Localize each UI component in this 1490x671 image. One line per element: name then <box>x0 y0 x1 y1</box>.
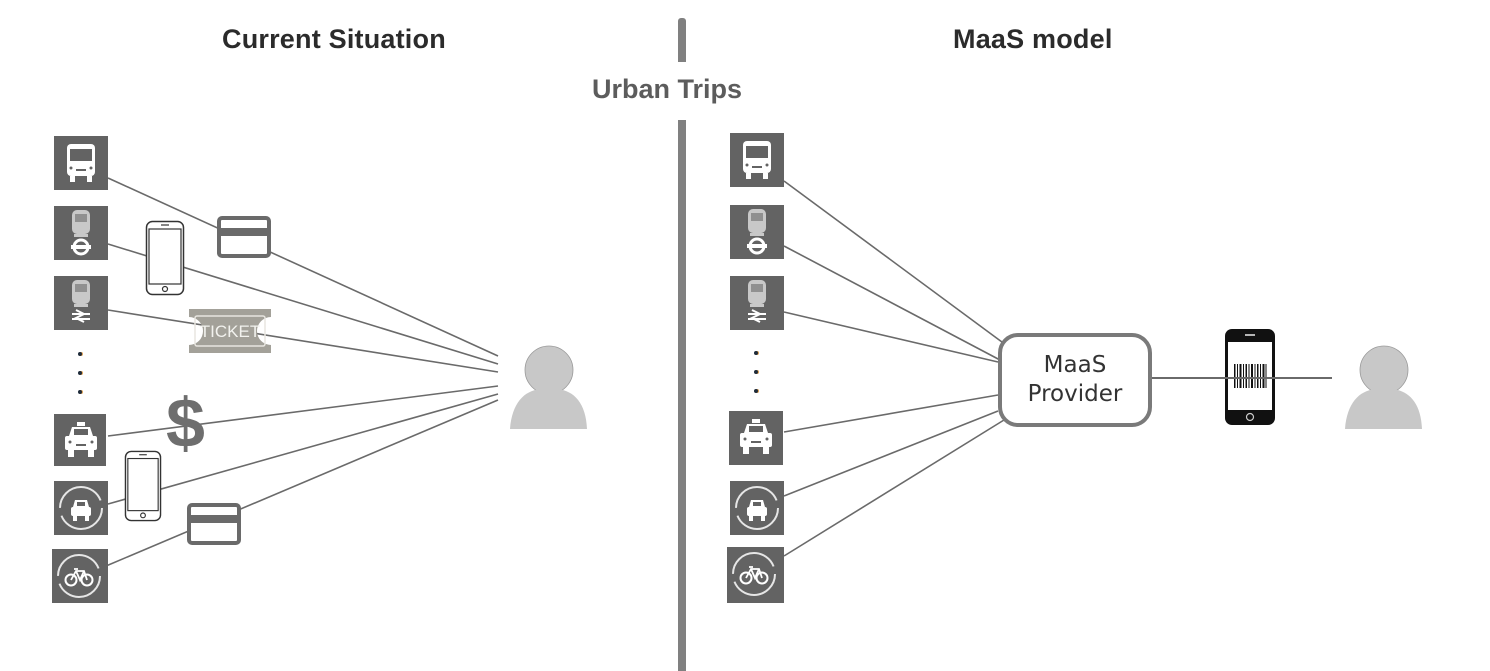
bus-icon <box>54 136 108 190</box>
line-bus-to-user <box>107 177 499 357</box>
barcode-icon <box>1234 364 1267 388</box>
traveller-avatar-right <box>1345 345 1423 434</box>
provider-label-line1: MaaS <box>1043 352 1107 378</box>
line-underground-to-provider <box>783 245 1001 361</box>
car-sharing-icon <box>54 481 108 535</box>
line-taxi-to-provider <box>783 394 999 433</box>
bike-sharing-icon <box>52 549 108 603</box>
national-rail-train-icon <box>730 276 784 330</box>
ticket-icon: TICKET <box>183 307 277 360</box>
traveller-avatar-left <box>510 345 588 434</box>
credit-card-icon <box>187 503 241 550</box>
ticket-label: TICKET <box>200 322 260 341</box>
car-sharing-icon <box>730 481 784 535</box>
section-divider-top <box>678 18 686 62</box>
dollar-icon: $ <box>166 384 205 462</box>
line-taxi-to-user <box>107 385 499 437</box>
line-rail-to-user <box>107 309 499 373</box>
line-bikeshare-to-provider <box>783 419 1005 557</box>
current-situation-title: Current Situation <box>222 24 446 54</box>
maas-provider-box: MaaS Provider <box>998 333 1152 427</box>
section-divider-bottom <box>678 120 686 671</box>
underground-train-icon <box>730 205 784 259</box>
smartphone-barcode-icon <box>1224 328 1276 431</box>
underground-train-icon <box>54 206 108 260</box>
line-bus-to-provider <box>783 180 1007 346</box>
more-modes-ellipsis <box>78 352 84 409</box>
maas-model-title: MaaS model <box>953 24 1113 54</box>
taxi-icon <box>729 411 783 465</box>
provider-label-line2: Provider <box>1027 381 1123 407</box>
smartphone-icon <box>145 220 185 301</box>
smartphone-icon <box>124 450 162 527</box>
taxi-icon <box>54 414 106 466</box>
more-modes-ellipsis <box>754 351 760 408</box>
national-rail-train-icon <box>54 276 108 330</box>
line-rail-to-provider <box>783 311 999 363</box>
line-carshare-to-user <box>107 393 499 505</box>
bus-icon <box>730 133 784 187</box>
bike-sharing-icon <box>727 547 784 603</box>
line-carshare-to-provider <box>783 410 999 497</box>
line-bikeshare-to-user <box>105 399 499 567</box>
urban-trips-label: Urban Trips <box>592 74 743 104</box>
credit-card-icon <box>217 216 271 263</box>
